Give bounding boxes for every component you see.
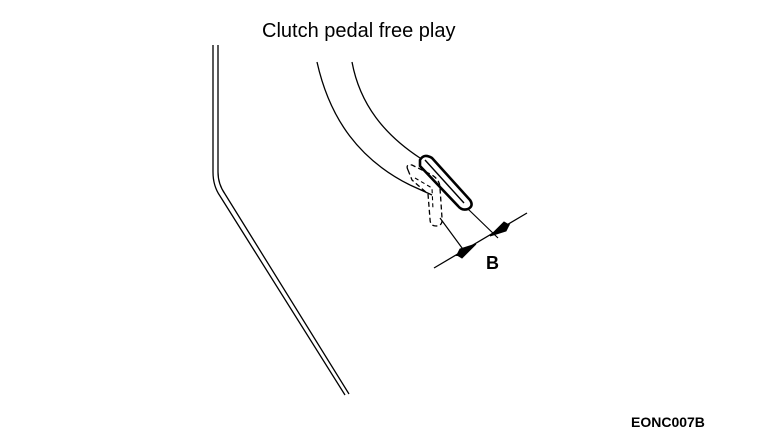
figure-code: EONC007B [631, 414, 705, 430]
panel-edge-inner [217, 45, 350, 395]
dimension-arrow-right [489, 221, 511, 237]
dimension-arrow-left [455, 243, 477, 259]
pedal-pad-shading [424, 159, 465, 204]
diagram-title: Clutch pedal free play [262, 20, 456, 42]
dimension-label-b: B [486, 253, 499, 273]
dimension-line-b [433, 212, 528, 269]
extension-line-free [439, 217, 466, 253]
pedal-arm-left-edge [316, 61, 411, 186]
pedal-arm-right-edge [351, 61, 421, 159]
panel-edge-outer [212, 45, 346, 396]
